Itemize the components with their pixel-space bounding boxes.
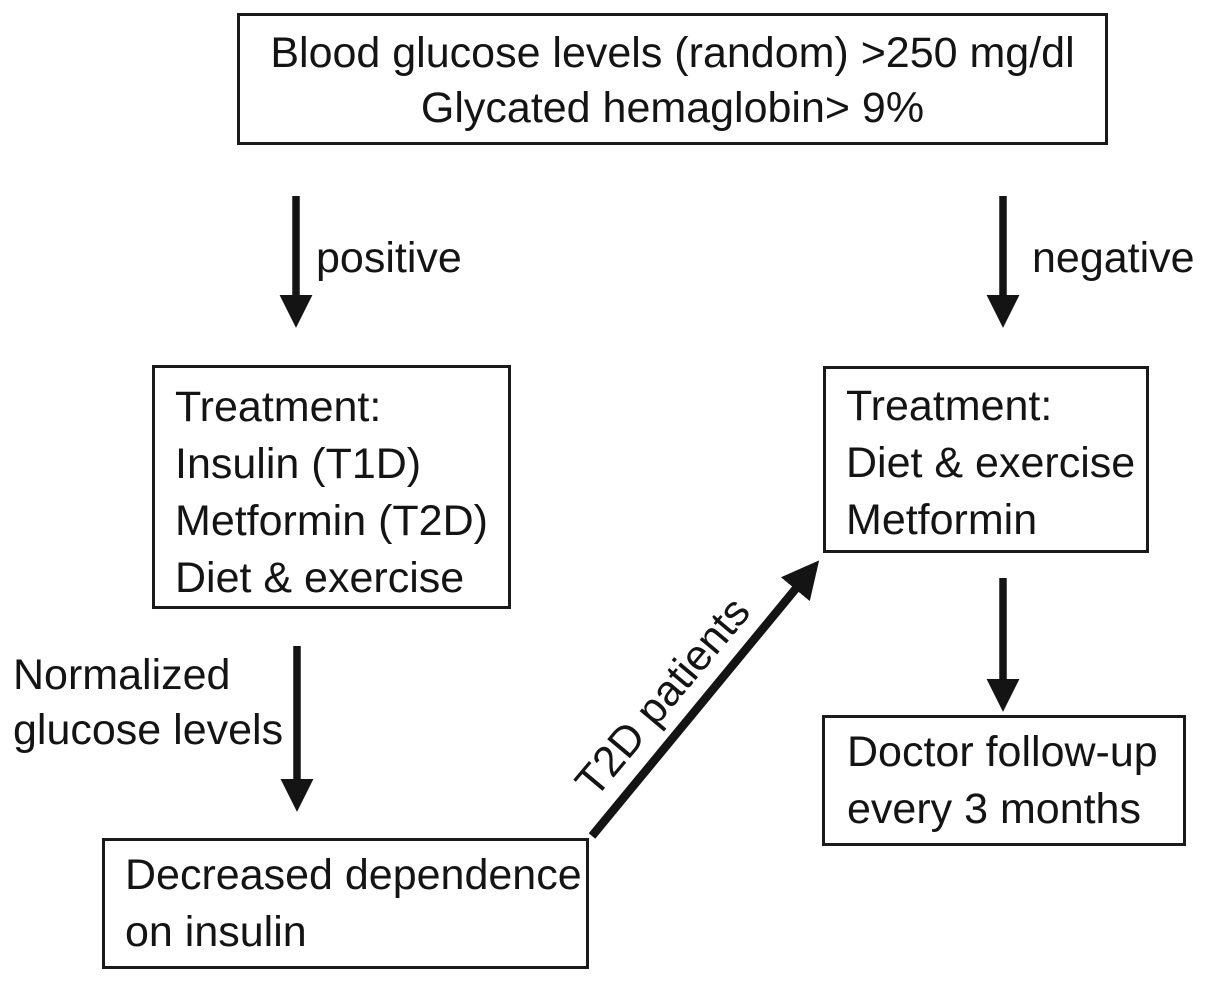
negative-branch-label: negative <box>1032 234 1195 282</box>
positive-treatment-box: Treatment: Insulin (T1D) Metformin (T2D)… <box>152 365 511 609</box>
followup-line-2: every 3 months <box>847 785 1141 833</box>
left-treatment-line-4: Diet & exercise <box>175 554 465 602</box>
left-treatment-line-2: Insulin (T1D) <box>175 440 422 488</box>
normalized-label-line-1: Normalized <box>13 651 231 699</box>
left-treatment-line-3: Metformin (T2D) <box>175 497 488 545</box>
decreased-line-1: Decreased dependence <box>125 851 582 899</box>
positive-branch-label: positive <box>316 234 462 282</box>
right-treatment-line-2: Diet & exercise <box>846 439 1136 487</box>
normalized-label-line-2: glucose levels <box>13 706 284 754</box>
negative-treatment-box: Treatment: Diet & exercise Metformin <box>823 366 1149 553</box>
arrow-t2d-patients <box>588 560 820 839</box>
normalized-glucose-label: Normalized glucose levels <box>13 648 283 758</box>
right-treatment-line-1: Treatment: <box>846 382 1053 430</box>
left-treatment-line-1: Treatment: <box>175 383 382 431</box>
decreased-dependence-box: Decreased dependence on insulin <box>102 838 589 969</box>
screening-line-1: Blood glucose levels (random) >250 mg/dl <box>270 29 1075 77</box>
screening-line-2: Glycated hemaglobin> 9% <box>420 84 925 132</box>
screening-criteria-box: Blood glucose levels (random) >250 mg/dl… <box>237 13 1108 145</box>
decreased-line-2: on insulin <box>125 908 307 956</box>
followup-line-1: Doctor follow-up <box>847 728 1158 776</box>
right-treatment-line-3: Metformin <box>846 496 1038 544</box>
doctor-followup-box: Doctor follow-up every 3 months <box>822 715 1186 846</box>
